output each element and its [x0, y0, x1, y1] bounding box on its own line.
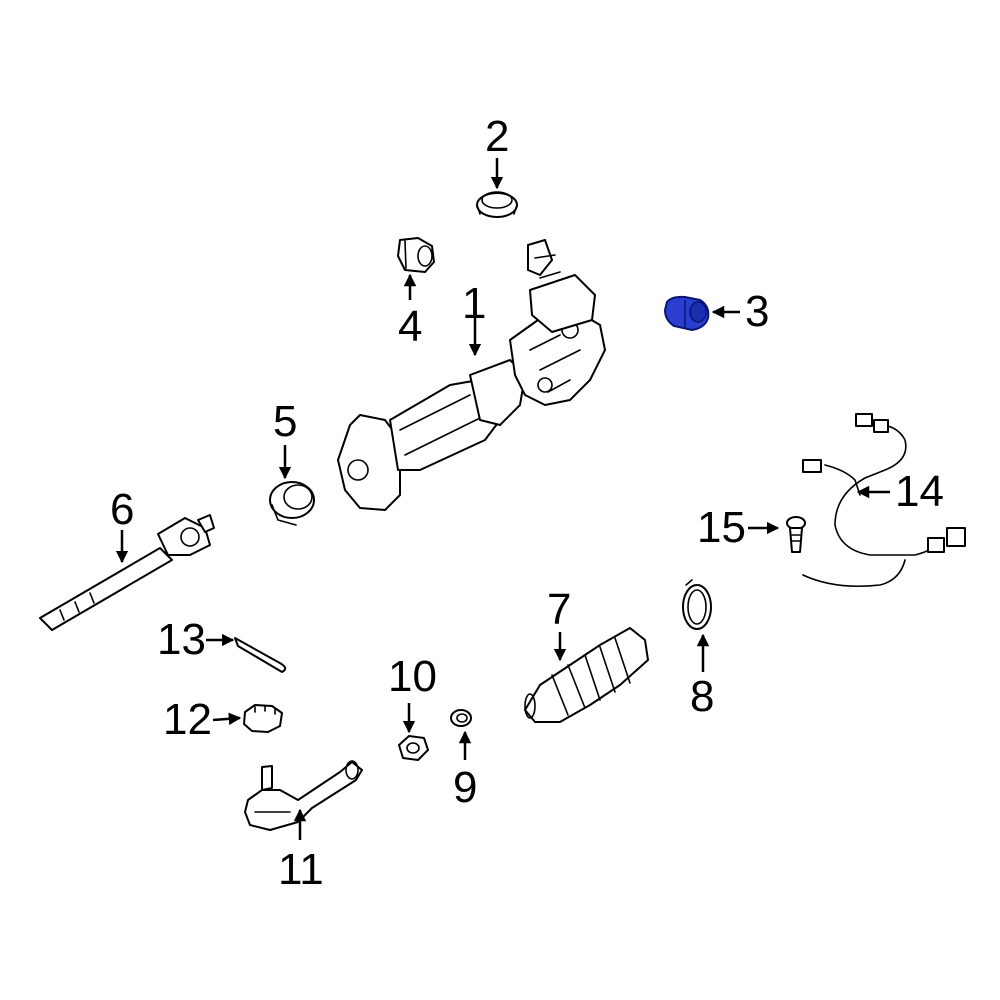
callout-5: 5: [273, 397, 298, 446]
part-13-cotter-pin[interactable]: [234, 637, 287, 673]
callout-1: 1: [462, 279, 487, 328]
part-12-castle-nut[interactable]: [243, 704, 283, 733]
callout-10: 10: [388, 652, 437, 701]
callout-11: 11: [278, 845, 324, 894]
part-10-nut[interactable]: [398, 735, 429, 761]
callout-14: 14: [895, 467, 944, 516]
callout-3: 3: [745, 287, 770, 336]
callout-13: 13: [157, 615, 206, 664]
callout-12: 12: [163, 695, 212, 744]
callout-15: 15: [697, 503, 746, 552]
callout-9: 9: [453, 763, 478, 812]
leader-lines: [115, 158, 890, 840]
callout-2: 2: [485, 112, 510, 161]
part-11-tie-rod-end[interactable]: [244, 760, 363, 831]
part-9-clip[interactable]: [450, 709, 472, 727]
part-1-steering-rack[interactable]: [337, 239, 606, 511]
part-3-bushing[interactable]: [663, 295, 710, 332]
part-8-band-clamp[interactable]: [682, 579, 712, 630]
part-14-wiring-harness[interactable]: [802, 413, 966, 588]
part-5-boot-ring[interactable]: [269, 481, 315, 526]
callout-4: 4: [398, 302, 423, 351]
part-4-bushing[interactable]: [397, 237, 435, 273]
part-7-bellows-boot[interactable]: [524, 627, 649, 723]
part-15-bolt[interactable]: [786, 516, 806, 553]
part-2-seal-ring[interactable]: [476, 191, 518, 218]
callout-6: 6: [110, 485, 135, 534]
part-6-inner-tie-rod[interactable]: [39, 514, 215, 631]
callout-7: 7: [547, 585, 572, 634]
callout-8: 8: [690, 672, 715, 721]
